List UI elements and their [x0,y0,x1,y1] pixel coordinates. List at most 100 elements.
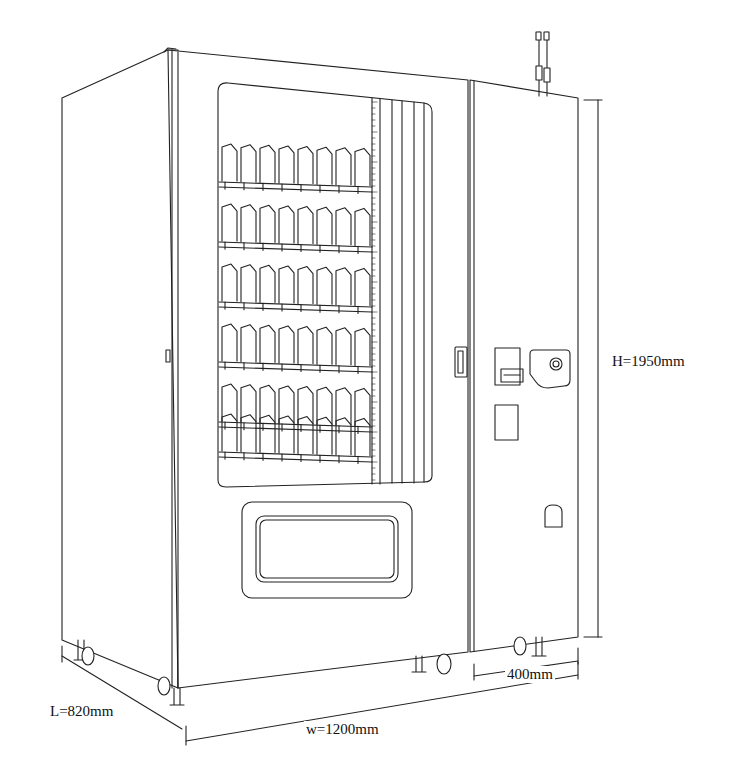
spiral-tick [281,454,282,461]
product-paddle [355,388,370,425]
spiral-tick [224,422,225,429]
ruler-tick [372,210,375,211]
ruler-tick [372,234,375,235]
product-paddle [279,416,294,453]
spiral-tick [357,186,358,193]
dimension-label: L=820mm [48,703,115,720]
port-flap-inner [260,520,394,578]
dimension-label: H=1950mm [610,353,687,370]
shelf [219,362,372,372]
ruler-tick [372,306,375,307]
product-paddle [222,324,237,361]
spiral-tick [319,455,320,462]
spiral-tick [300,365,301,372]
width-line [186,675,578,741]
spiral-tick [262,303,263,310]
ruler-tick [372,258,375,259]
product-paddle [279,146,294,183]
ruler-tick [372,228,375,229]
dimension-lines [62,100,602,745]
ruler-tick [372,324,375,325]
product-paddle [336,388,351,425]
ruler-tick [372,438,375,439]
ruler-tick [372,336,375,337]
ruler-tick [372,468,375,469]
ruler-tick [372,402,377,403]
ruler-tick [372,480,375,481]
spiral-tick [243,303,244,310]
ruler-tick [372,456,375,457]
product-paddle [241,205,256,242]
product-paddle [260,205,275,242]
dimension-label: 400mm [505,666,555,683]
bill-slot-line [504,374,520,375]
product-paddle [241,385,256,422]
ruler-tick [372,426,375,427]
product-paddle [317,207,332,244]
lock-handle [455,347,467,377]
product-paddle [317,387,332,424]
ruler-tick [372,384,375,385]
spiral-tick [300,245,301,252]
product-paddle [336,328,351,365]
ruler-tick [372,414,375,415]
dimension-tick [584,99,602,100]
dimension-label: w=1200mm [304,721,381,738]
coin-button-inner [553,361,559,367]
ruler-tick [372,138,375,139]
shelf [219,302,372,312]
product-paddle [279,326,294,363]
product-paddle [317,417,332,454]
spiral-tick [338,186,339,193]
product-paddle [260,415,275,452]
ruler-tick [372,168,375,169]
ruler-tick [372,186,375,187]
side-panel [62,50,178,688]
product-paddle [298,147,313,184]
product-paddle [336,208,351,245]
product-paddle [355,328,370,365]
ruler-tick [372,294,375,295]
spiral-tick [300,425,301,432]
product-paddle [355,148,370,185]
dimension-tick [577,662,578,679]
foot [170,688,184,705]
product-paddle [336,268,351,305]
ruler-tick [372,150,375,151]
coin-acceptor [530,350,570,388]
glass-window [218,83,432,487]
spiral-tick [319,365,320,372]
shelves [219,144,372,463]
product-paddle [241,415,256,452]
product-paddle [298,267,313,304]
spiral-tick [300,455,301,462]
product-paddle [241,145,256,182]
product-paddle [298,387,313,424]
ruler-tick [372,330,375,331]
product-paddle [279,386,294,423]
foot [532,637,546,656]
display-window [495,405,518,440]
cabinet [62,48,578,688]
dimension-tick [61,646,62,662]
column-strip [391,100,392,483]
caster [437,654,451,674]
product-paddle [260,385,275,422]
ruler-tick [372,408,375,409]
spiral-tick [357,246,358,253]
product-paddle [355,418,370,455]
column-strip [379,99,380,484]
spiral-tick [357,366,358,373]
ruler-tick [372,276,375,277]
spiral-tick [243,453,244,460]
spiral-tick [338,306,339,313]
column-strip [401,101,402,483]
ruler-tick [372,420,375,421]
port-flap [256,516,398,582]
ruler-tick [372,366,375,367]
spiral-tick [281,184,282,191]
product-paddle [355,208,370,245]
ruler-tick [372,114,375,115]
ruler-tick [372,120,375,121]
